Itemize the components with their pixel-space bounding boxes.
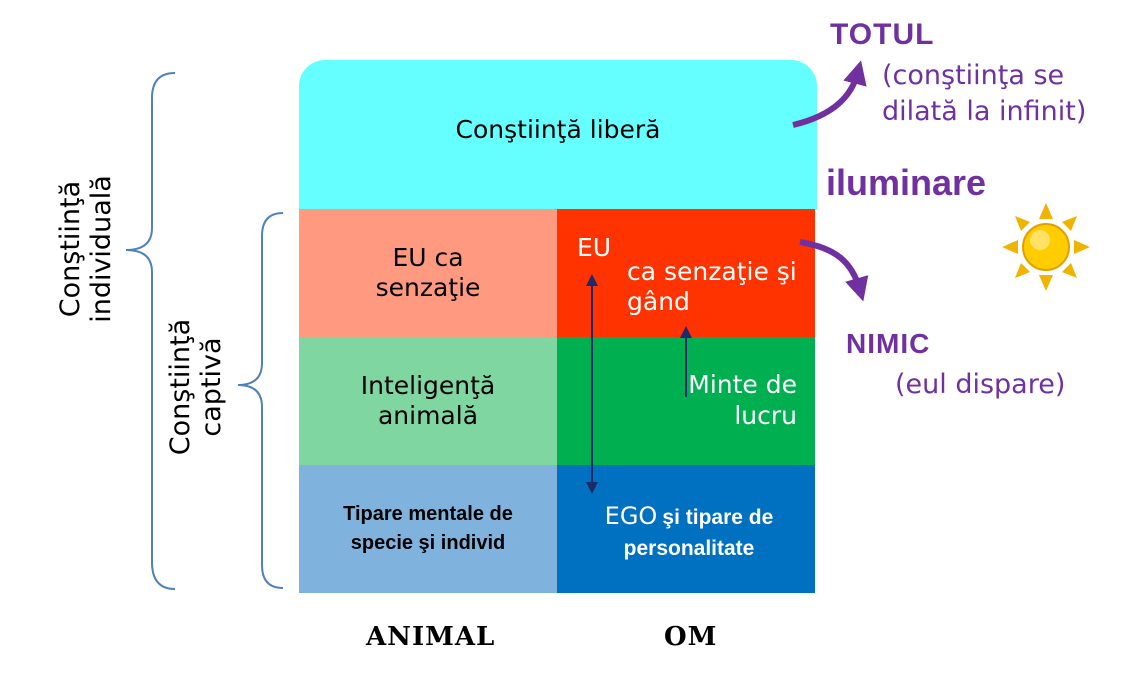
mental-patterns-label: Tipare mentale de specie şi individ bbox=[343, 503, 513, 554]
working-mind-label: Minte de lucru bbox=[688, 370, 797, 431]
iluminare-label: iluminare bbox=[826, 162, 987, 203]
nimic-description: (eul dispare) bbox=[895, 369, 1066, 400]
animal-intelligence-label: Inteligenţă animală bbox=[360, 371, 496, 430]
human-self-label: EU bbox=[577, 233, 612, 262]
individual-brace bbox=[125, 72, 176, 590]
individual-consciousness-label: Conştiinţă individuală bbox=[55, 175, 118, 323]
human-self-sensation-cell: EU ca senzaţie şi gând bbox=[557, 209, 815, 337]
animal-intelligence-cell: Inteligenţă animală bbox=[299, 337, 557, 465]
nimic-title: NIMIC bbox=[846, 328, 931, 359]
mental-patterns-cell: Tipare mentale de specie şi individ bbox=[299, 465, 557, 593]
nimic-curved-arrow bbox=[799, 239, 869, 302]
free-consciousness-block: Conştiinţă liberă bbox=[299, 60, 817, 210]
om-column-label: OM bbox=[664, 622, 718, 652]
ego-label: EGO bbox=[604, 502, 658, 530]
totul-description: (conştiinţa se dilată la infinit) bbox=[882, 60, 1087, 128]
captive-consciousness-label: Conştiinţă captivă bbox=[165, 318, 228, 456]
animal-self-sensation-label: EU ca senzaţie bbox=[375, 243, 481, 302]
captive-brace bbox=[237, 212, 284, 589]
animal-column-label: ANIMAL bbox=[366, 622, 496, 652]
personality-patterns-label: şi tipare de personalitate bbox=[623, 506, 774, 560]
animal-self-sensation-cell: EU ca senzaţie bbox=[299, 209, 557, 337]
ego-patterns-cell: EGO şi tipare de personalitate bbox=[557, 465, 815, 593]
totul-curved-arrow bbox=[792, 60, 867, 128]
human-sensation-thought-label: ca senzaţie şi gând bbox=[627, 257, 797, 316]
totul-title: TOTUL bbox=[830, 18, 935, 51]
sun-icon bbox=[1002, 203, 1090, 291]
free-consciousness-label: Conştiinţă liberă bbox=[455, 115, 661, 144]
